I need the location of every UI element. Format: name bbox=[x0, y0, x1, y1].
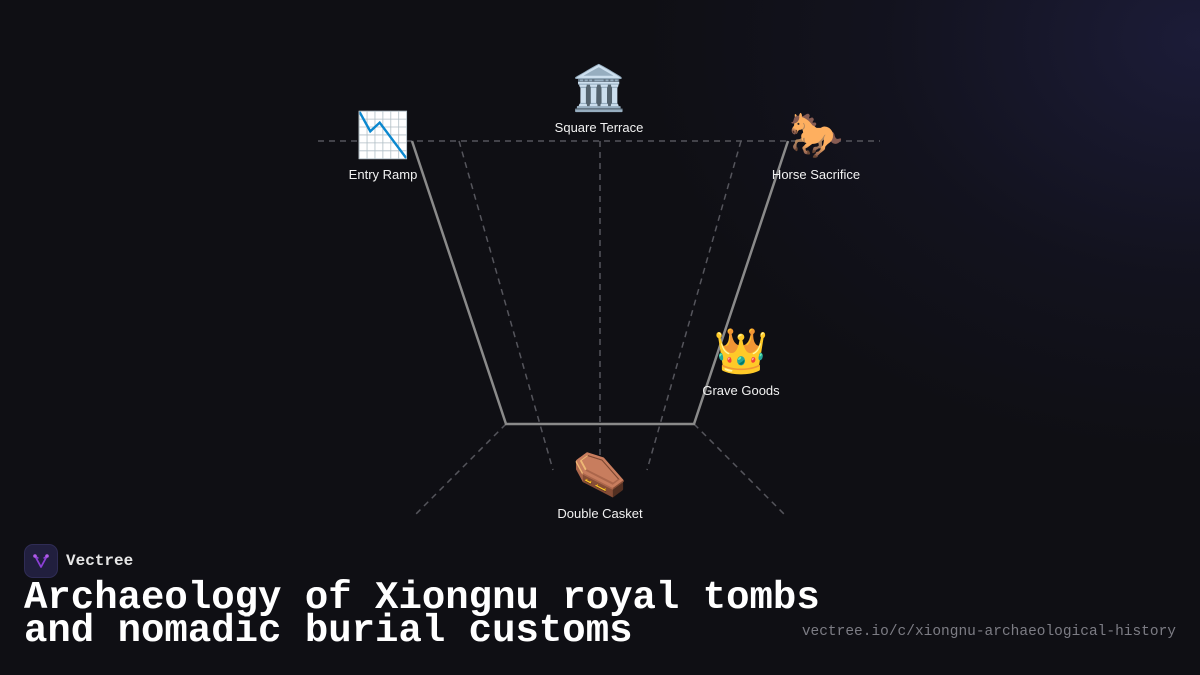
perspective-line-left bbox=[458, 140, 554, 471]
chart-decreasing-icon: 📉 bbox=[355, 111, 411, 160]
node-grave-goods: 👑 Grave Goods bbox=[702, 327, 779, 398]
horse-icon: 🐎 bbox=[788, 111, 844, 160]
node-horse-sacrifice: 🐎 Horse Sacrifice bbox=[772, 111, 860, 182]
burial-pit-outline bbox=[410, 140, 790, 426]
brand-name: Vectree bbox=[66, 552, 134, 570]
title-line-2: and nomadic burial customs bbox=[24, 609, 633, 653]
page-title: Archaeology of Xiongnu royal tombs and n… bbox=[24, 579, 820, 651]
node-square-terrace: 🏛️ Square Terrace bbox=[555, 64, 644, 135]
classical-building-icon: 🏛️ bbox=[571, 64, 627, 113]
coffin-icon: ⚰️ bbox=[572, 450, 628, 499]
node-label: Entry Ramp bbox=[348, 167, 418, 182]
node-double-casket: ⚰️ Double Casket bbox=[557, 450, 642, 521]
node-label: Double Casket bbox=[557, 506, 643, 521]
node-label: Horse Sacrifice bbox=[771, 167, 861, 182]
node-label: Square Terrace bbox=[554, 120, 644, 135]
title-line-1: Archaeology of Xiongnu royal tombs bbox=[24, 576, 820, 620]
perspective-line-right bbox=[646, 140, 742, 471]
foundation-line-left bbox=[412, 423, 507, 518]
crown-icon: 👑 bbox=[713, 327, 769, 376]
node-entry-ramp: 📉 Entry Ramp bbox=[349, 111, 418, 182]
node-label: Grave Goods bbox=[702, 383, 780, 398]
brand: Vectree bbox=[24, 544, 133, 578]
foundation-line-right bbox=[693, 423, 788, 518]
vectree-logo-icon bbox=[24, 544, 58, 578]
source-url: vectree.io/c/xiongnu-archaeological-hist… bbox=[801, 624, 1176, 640]
